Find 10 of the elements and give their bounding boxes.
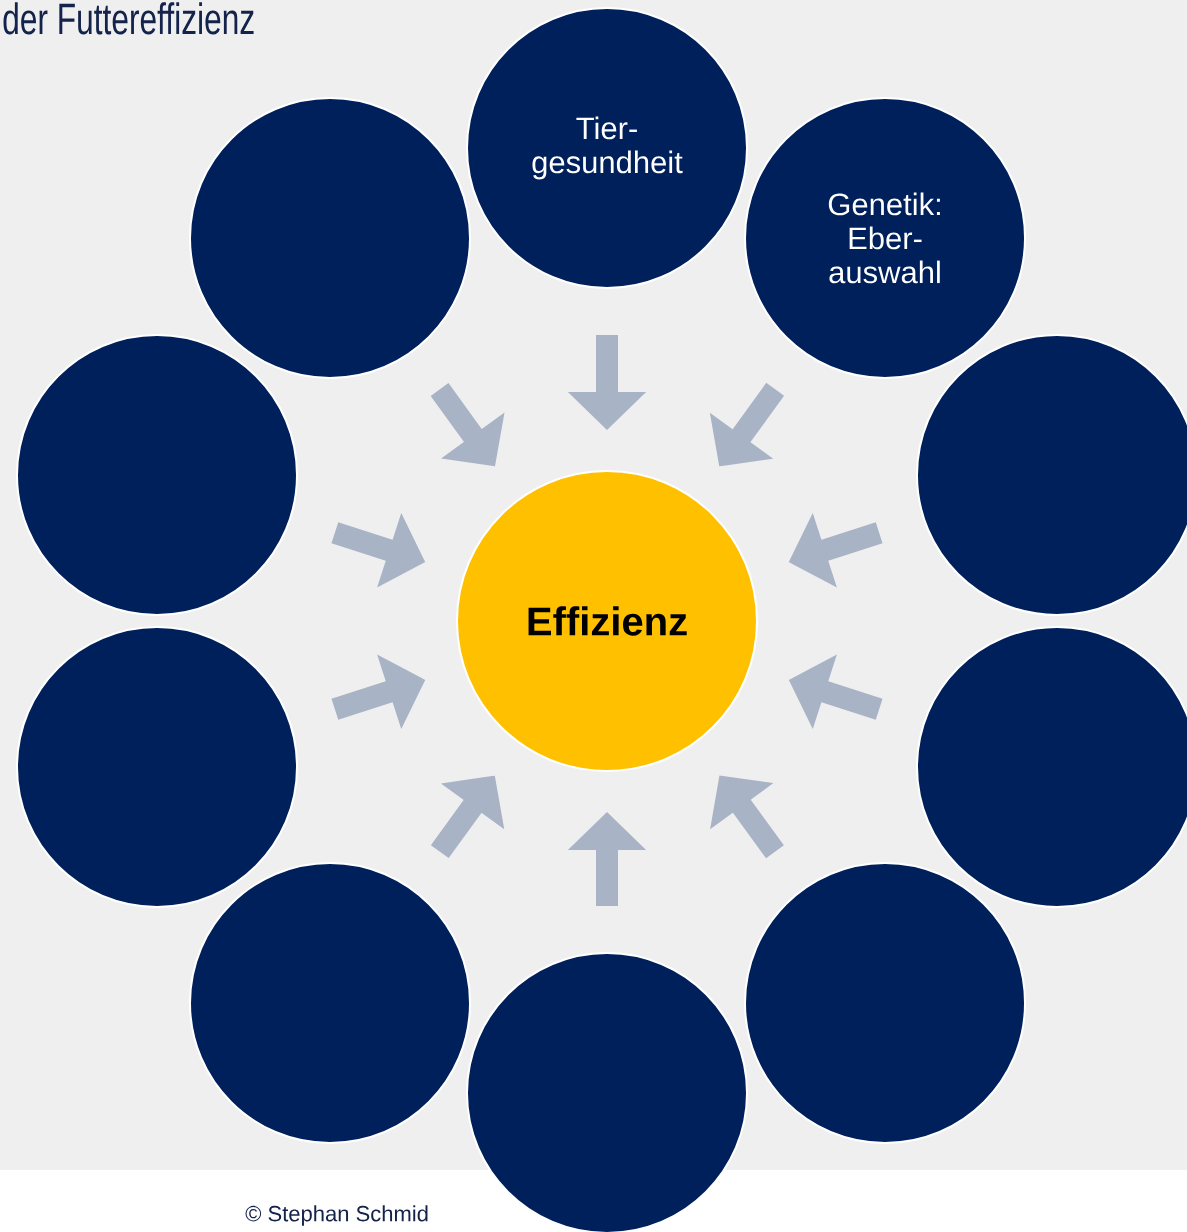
factor-circle (916, 626, 1187, 908)
factor-circle (189, 97, 471, 379)
copyright-note: © Stephan Schmid (245, 1205, 428, 1226)
factor-circle (189, 862, 471, 1144)
factor-circle (744, 862, 1026, 1144)
factor-circle (16, 334, 298, 616)
factor-circle (916, 334, 1187, 616)
slide-title: der Futtereffizienz (3, 2, 254, 35)
factor-circle (466, 952, 748, 1232)
factor-circle (16, 626, 298, 908)
